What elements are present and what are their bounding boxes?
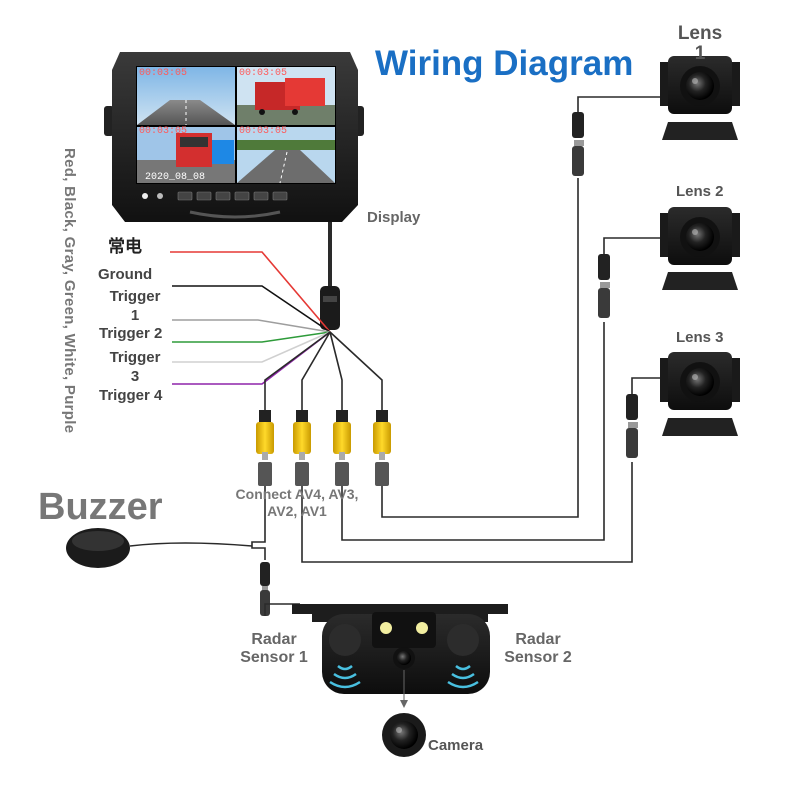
- rear-camera: [382, 713, 426, 757]
- radar-sensor-1-label: Radar Sensor 1: [240, 631, 308, 666]
- radar-connector: [260, 562, 300, 616]
- buzzer-device: [66, 528, 253, 568]
- radar-sensor-unit: [292, 604, 508, 708]
- wire-trigger-4: [172, 331, 331, 385]
- rca-branches: [264, 331, 383, 415]
- rca-connector-av2: [333, 410, 351, 486]
- rca-connector-av4: [256, 410, 274, 486]
- screen-date: 2020_08_08: [145, 172, 206, 183]
- lens-camera-2: [660, 207, 740, 290]
- wire-label-trigger-2: Trigger 2: [99, 325, 163, 342]
- wire-label-trigger-1: Trigger 1: [109, 288, 161, 324]
- screen-timestamp-4: 00:03:05: [239, 126, 288, 137]
- lens-camera-1: [660, 56, 740, 140]
- camera-label: Camera: [428, 737, 484, 754]
- wire-label-ground: Ground: [98, 266, 153, 283]
- lens-1-label: Lens 1: [677, 23, 723, 64]
- buzzer-label: Buzzer: [38, 486, 163, 528]
- lens-3-label: Lens 3: [676, 329, 724, 346]
- wire-trigger-3: [172, 331, 331, 363]
- lens-camera-3: [660, 352, 740, 436]
- wire-power: [170, 251, 331, 333]
- lens-2-label: Lens 2: [676, 183, 724, 200]
- rca-connector-av1: [373, 410, 391, 486]
- rca-connector-av3: [293, 410, 311, 486]
- wire-label-trigger-3: Trigger 3: [109, 349, 161, 385]
- wire-trigger-2: [172, 331, 331, 343]
- wire-colors-label: Red, Black, Gray, Green, White, Purple: [61, 148, 78, 434]
- screen-timestamp-3: 00:03:05: [139, 126, 188, 137]
- wire-ground: [172, 285, 331, 333]
- rca-connectors: [256, 410, 391, 486]
- diagram-title: Wiring Diagram: [375, 44, 634, 83]
- display-monitor: [104, 52, 364, 222]
- wire-harness: [170, 251, 331, 385]
- main-cable: [320, 222, 340, 330]
- display-label: Display: [367, 209, 421, 226]
- radar-sensor-2-label: Radar Sensor 2: [504, 631, 572, 666]
- screen-timestamp-1: 00:03:05: [139, 68, 188, 79]
- screen-timestamp-2: 00:03:05: [239, 68, 288, 79]
- wire-label-power: 常电: [108, 237, 142, 257]
- connect-av-label: Connect AV4, AV3, AV2, AV1: [235, 486, 359, 519]
- wire-label-trigger-4: Trigger 4: [99, 387, 163, 404]
- aviation-connectors: [572, 112, 638, 458]
- wire-trigger-1: [172, 319, 331, 333]
